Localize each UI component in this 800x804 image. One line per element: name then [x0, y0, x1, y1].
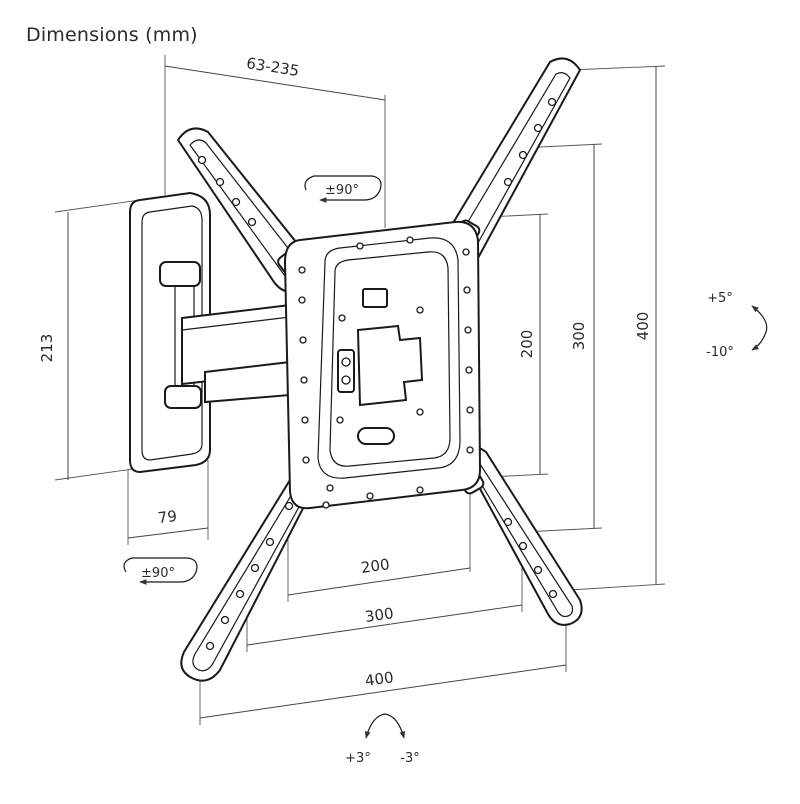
tilt-indicator: +5° -10°	[706, 291, 768, 360]
swivel-bottom-indicator: ±90°	[123, 557, 198, 585]
vesa-h-large-label: 400	[364, 668, 395, 690]
vesa-plate	[283, 220, 482, 510]
vesa-v-small-label: 200	[518, 330, 536, 359]
swivel-top-indicator: ±90°	[304, 175, 382, 203]
diagram-title: Dimensions (mm)	[26, 24, 198, 46]
dimension-labels: 63-235 213 79 200 300 400 200 300 400	[38, 54, 652, 690]
roll-indicator: +3° -3°	[345, 713, 420, 766]
vesa-h-small-label: 200	[360, 555, 391, 577]
vesa-v-large-label: 400	[634, 312, 652, 341]
wall-plate-depth-label: 79	[157, 507, 178, 527]
bracket-arm-bottom-left	[180, 475, 317, 682]
swivel-top-label: ±90°	[325, 183, 359, 198]
arm-extension-label: 63-235	[245, 54, 300, 80]
wall-plate	[129, 191, 211, 474]
vesa-h-mid-label: 300	[364, 604, 395, 626]
tilt-down-label: -10°	[706, 345, 734, 360]
roll-right-label: -3°	[400, 751, 419, 766]
vesa-v-mid-label: 300	[570, 322, 588, 351]
roll-left-label: +3°	[345, 751, 371, 766]
swivel-bottom-label: ±90°	[141, 566, 175, 581]
tilt-up-label: +5°	[707, 291, 733, 306]
wall-plate-height-label: 213	[38, 334, 56, 363]
